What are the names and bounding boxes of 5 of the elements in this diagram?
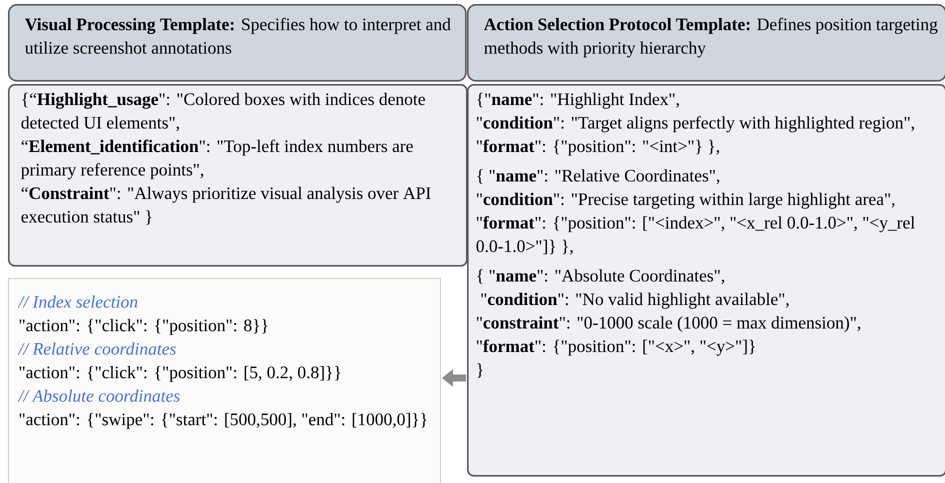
json-box: {"name": "Highlight Index", "condition": "Target aligns perfectly with highlighted region", "format": {"position": "<int>"} }, { "name": "Relative Coordinates", "condition": "Precise targeting within large highlight area", "format": {"position": ["<index>", "<x_rel 0.0-1.0>", "<y_rel 0.0-1.0>"]} }, { "name": "Absolute Coordinates", "condition": "No valid highlight available", "constraint": "0-1000 scale (1000 = max dimension)", "format": {"position": ["<x>", "<y>"]} } <box>467 84 945 477</box>
header-box: Action Selection Protocol Template: Defines position targeting methods with priority hierarchy <box>467 4 945 82</box>
code-box: // Index selection "action": {"click": {"position": 8}} // Relative coordinates "action": {"click": {"position": [5, 0.2, 0.8]}} // Absolute coordinates "action": {"swipe": {"start": [500,500], "end": [1000,0]}} <box>8 278 441 483</box>
json-box: {“Highlight_usage": "Colored boxes with indices denote detected UI elements", “Element_identification": "Top-left index numbers are primary reference points", “Constraint": "Always prioritize visual analysis over API execution status" } <box>8 84 468 267</box>
header-box: Visual Processing Template: Specifies how to interpret and utilize screenshot annotations <box>8 4 467 82</box>
